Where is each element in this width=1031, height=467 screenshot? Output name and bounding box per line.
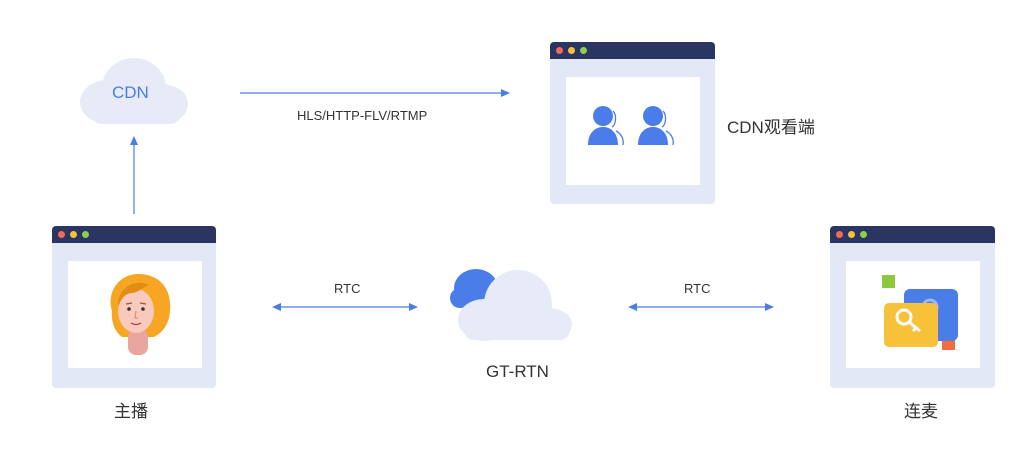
cohost-label: 连麦: [904, 402, 938, 421]
viewer-window: [550, 42, 715, 204]
maximize-dot-icon: [82, 231, 89, 238]
host-avatar-icon: [110, 273, 171, 355]
maximize-dot-icon: [860, 231, 867, 238]
cohost-screen: [846, 261, 980, 368]
cdn-to-viewer-arrow: [240, 89, 510, 97]
rtc-left-double-arrow: [272, 303, 418, 311]
rtn-label: GT-RTN: [486, 362, 549, 381]
rtc-right-double-arrow: [628, 303, 774, 311]
close-dot-icon: [836, 231, 843, 238]
viewer-screen: [566, 77, 700, 185]
viewer-window-titlebar: [550, 42, 715, 59]
cdn-cloud-icon: [80, 58, 188, 124]
host-window-titlebar: [52, 226, 216, 243]
viewers-icon: [588, 106, 674, 146]
cohost-keys-icon: [882, 275, 958, 350]
host-screen: [68, 261, 202, 368]
close-dot-icon: [58, 231, 65, 238]
cohost-window: [830, 226, 995, 388]
rtc-right-label: RTC: [684, 281, 711, 296]
maximize-dot-icon: [580, 47, 587, 54]
host-to-cdn-arrow: [130, 136, 138, 214]
rtn-cloud-icon: [450, 269, 572, 341]
minimize-dot-icon: [848, 231, 855, 238]
rtc-left-label: RTC: [334, 281, 361, 296]
viewer-label: CDN观看端: [727, 118, 815, 137]
close-dot-icon: [556, 47, 563, 54]
protocol-label: HLS/HTTP-FLV/RTMP: [297, 108, 428, 123]
host-window: [52, 226, 216, 388]
cdn-cloud-label: CDN: [112, 83, 149, 102]
host-label: 主播: [114, 402, 148, 421]
cohost-window-titlebar: [830, 226, 995, 243]
minimize-dot-icon: [568, 47, 575, 54]
minimize-dot-icon: [70, 231, 77, 238]
